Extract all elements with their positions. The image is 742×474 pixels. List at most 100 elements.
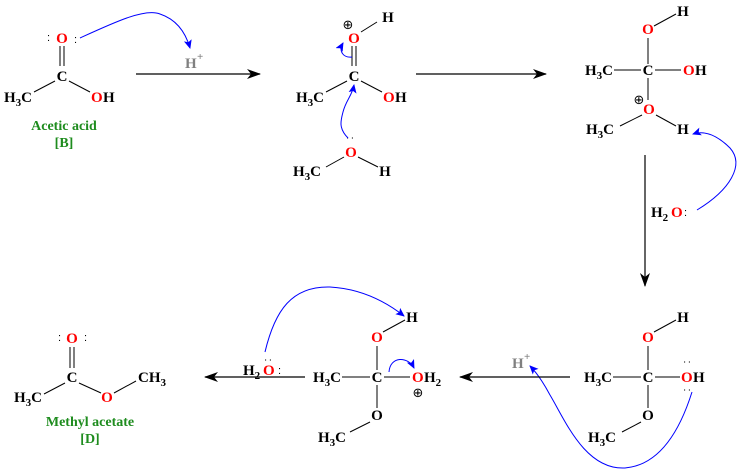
positive-charge: ⊕ (634, 93, 645, 108)
carbonyl-oxygen: O (66, 331, 78, 347)
acetic-acid-structure: : O : C H3C O H Acetic acid [B] (4, 31, 115, 151)
hydrogen: H (677, 4, 689, 20)
electron-arrow (335, 42, 353, 58)
methyl-group: H3C (293, 164, 321, 183)
hydrogen: H (677, 122, 689, 138)
lone-pair: : (262, 358, 274, 361)
hydroxyl-oxygen: O (681, 370, 693, 386)
carbon: C (349, 69, 360, 85)
water-oxygen: O (671, 205, 683, 221)
proton: H + (512, 351, 530, 372)
oxonium-oxygen: O (348, 31, 360, 47)
methyl-group: H3C (313, 370, 341, 389)
proton-charge: + (197, 51, 203, 63)
compound-tag: [B] (55, 136, 74, 151)
electron-arrow (340, 84, 357, 139)
bond (619, 114, 643, 127)
tetrahedral-intermediate-structure: H O C H3C O H ⊕ O H H3C (585, 4, 707, 141)
bond (33, 80, 56, 93)
methyl-group: H3C (14, 390, 42, 409)
protonated-acid-structure: ⊕ O H C H3C O H (296, 10, 407, 109)
bond (43, 382, 66, 395)
lone-pair: : (344, 136, 356, 139)
methyl-group: H3C (585, 63, 613, 82)
protonated-intermediate-structure: H O C H3C O H2 ⊕ O H3C (313, 310, 442, 449)
bond (349, 421, 371, 433)
hydroxyl-hydrogen: H (693, 370, 705, 386)
compound-tag: [D] (80, 432, 99, 447)
lone-pair: : (84, 332, 87, 344)
hydroxyl-oxygen: O (371, 330, 383, 346)
carbonyl-carbon: C (67, 370, 78, 386)
neutral-intermediate-structure: H O C H3C : O H : O H3C (584, 310, 705, 449)
ether-oxygen: O (642, 408, 654, 424)
carbonyl-carbon: C (57, 69, 68, 85)
electron-arrow (264, 286, 405, 353)
bond (113, 380, 137, 394)
carbon: C (643, 370, 654, 386)
hydroxyl-oxygen: O (91, 90, 103, 106)
hydroxyl-oxygen: O (642, 330, 654, 346)
ether-oxygen: O (371, 408, 383, 424)
electron-arrow (79, 12, 192, 49)
water-oxygen: O (263, 363, 275, 379)
electron-arrow (388, 359, 415, 373)
hydroxyl-oxygen: O (642, 22, 654, 38)
methyl-acetate-structure: : O : C H3C O CH3 Methyl acetate [D] (14, 331, 167, 447)
hydroxyl-hydrogen: H (103, 90, 115, 106)
methyl-group: H3C (588, 430, 616, 449)
lone-pair: : (278, 365, 281, 377)
oxonium-oxygen: O (643, 102, 655, 118)
bond (382, 319, 406, 333)
methanol-structure: : O H3C H (293, 136, 391, 183)
bond (68, 80, 91, 93)
hydroxyl-hydrogen: H (695, 63, 707, 79)
water-hydrogens: H2 (651, 205, 669, 224)
proton-symbol: H (512, 356, 524, 372)
bond (655, 114, 677, 127)
compound-name: Methyl acetate (46, 415, 134, 430)
carbon: C (643, 63, 654, 79)
bond (360, 21, 378, 33)
methyl-group: H3C (296, 90, 324, 109)
methyl-group: CH3 (138, 370, 167, 389)
compound-name: Acetic acid (31, 119, 97, 134)
electron-arrow (692, 127, 737, 211)
lone-pair: : (74, 34, 77, 46)
oxonium-hydrogens: H2 (424, 370, 442, 389)
proton: H + (185, 51, 203, 72)
lone-pair: : (47, 32, 50, 44)
carbonyl-oxygen: O (56, 31, 68, 47)
bond (78, 382, 102, 394)
methyl-group: H3C (4, 90, 32, 109)
lone-pair: : (681, 360, 693, 363)
carbon: C (372, 370, 383, 386)
electron-arrow (529, 365, 693, 469)
water-reagent: H2 O : (651, 205, 687, 224)
hydrogen: H (406, 310, 418, 326)
hydrogen: H (379, 164, 391, 180)
methyl-group: H3C (586, 122, 614, 141)
hydroxyl-oxygen: O (683, 63, 695, 79)
lone-pair: : (681, 388, 693, 391)
proton-charge: + (524, 351, 530, 363)
methyl-group: H3C (318, 430, 346, 449)
ester-oxygen: O (101, 390, 113, 406)
proton-symbol: H (185, 56, 197, 72)
bond (360, 80, 383, 93)
lone-pair: : (684, 207, 687, 219)
hydrogen: H (382, 10, 394, 26)
bond (325, 80, 348, 93)
lone-pair: : (58, 332, 61, 344)
hydroxyl-hydrogen: H (395, 90, 407, 106)
bond (621, 421, 642, 433)
positive-charge: ⊕ (413, 386, 424, 401)
water-hydrogens: H2 (243, 363, 261, 382)
bond (357, 156, 379, 168)
hydrogen: H (677, 310, 689, 326)
methyl-group: H3C (584, 370, 612, 389)
methanol-oxygen: O (345, 145, 357, 161)
bond (325, 156, 345, 168)
